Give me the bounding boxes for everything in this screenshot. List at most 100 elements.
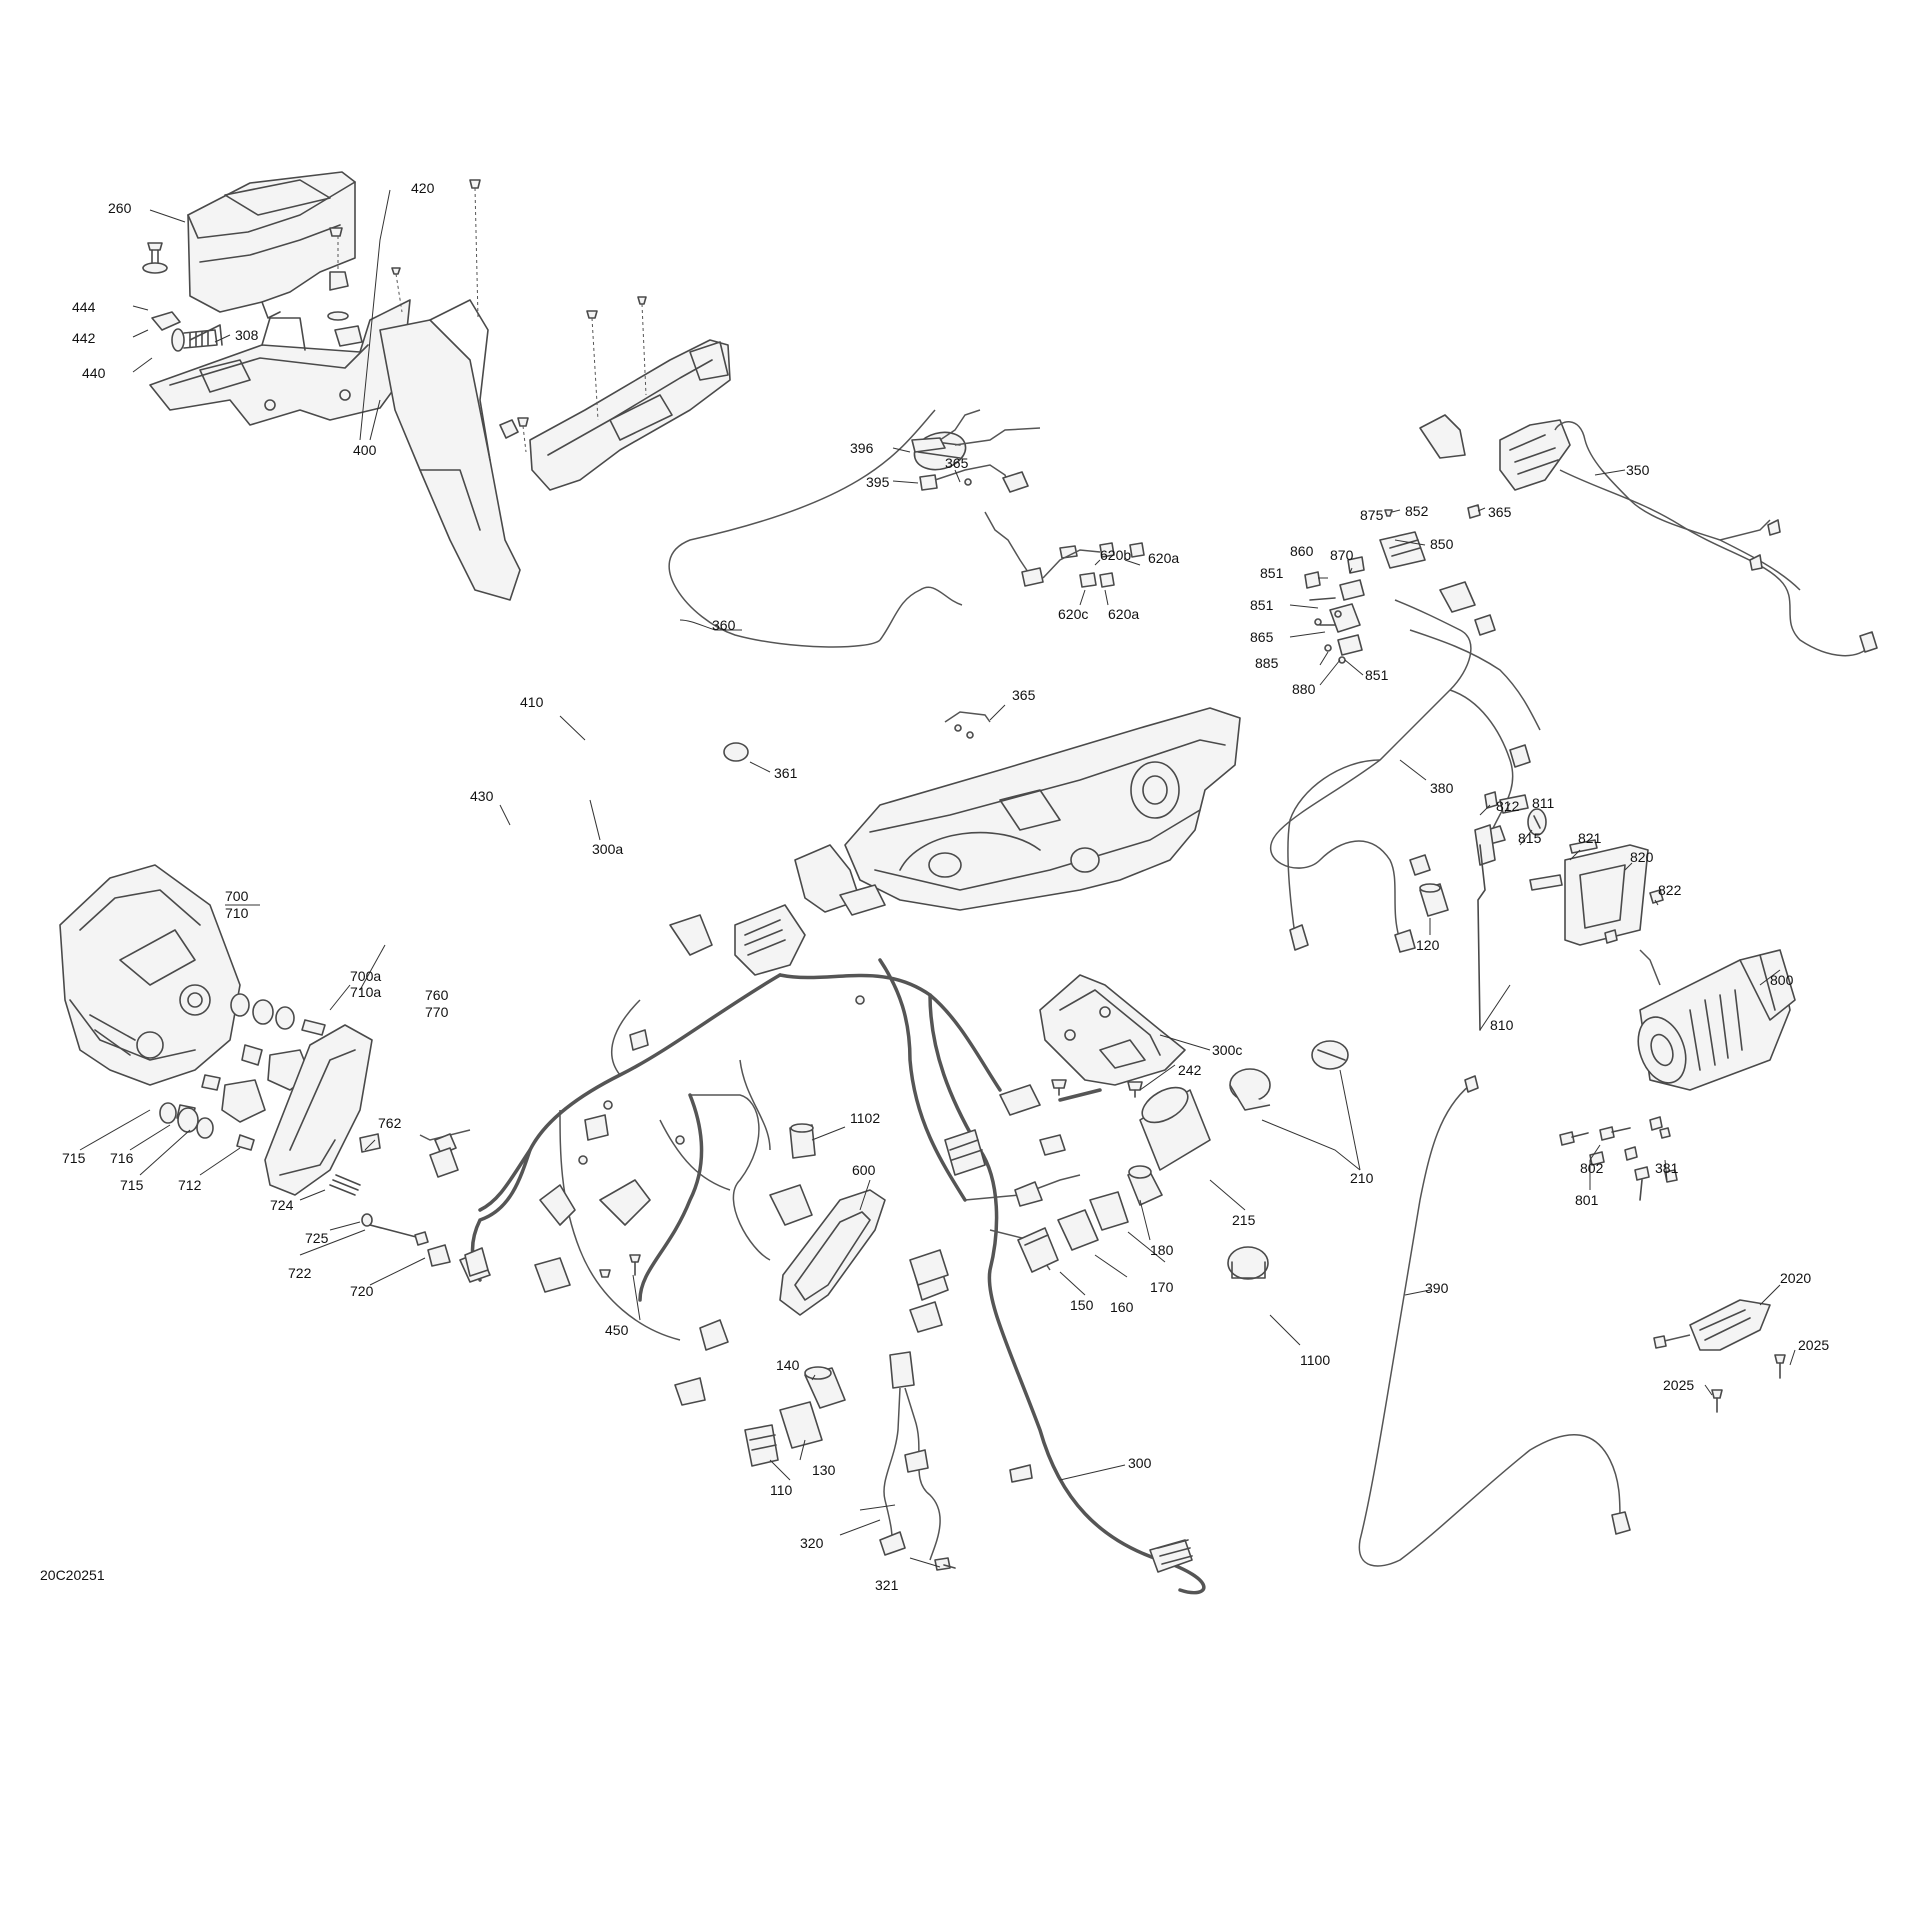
callout-430: 430 [470, 788, 494, 804]
callout-400: 400 [353, 442, 377, 458]
callout-150: 150 [1070, 1297, 1094, 1313]
clip-430 [499, 419, 519, 439]
connector-110 [744, 1424, 779, 1467]
harness-380 [1270, 581, 1541, 953]
cover-215 [1139, 1086, 1211, 1171]
callout-712: 712 [178, 1177, 202, 1193]
winch-800 [1604, 929, 1796, 1091]
switch-210 [1229, 1040, 1349, 1111]
screws-242 [1051, 1079, 1143, 1098]
winch-cable-390 [1358, 1075, 1631, 1567]
callout-2020: 2020 [1780, 1270, 1811, 1286]
callout-620a-top: 620a [1148, 550, 1179, 566]
screw-321 [934, 1557, 956, 1571]
connector-130 [779, 1401, 823, 1449]
callout-722: 722 [288, 1265, 312, 1281]
callout-444: 444 [72, 299, 96, 315]
callout-762: 762 [378, 1115, 402, 1131]
callout-2025-left: 2025 [1663, 1377, 1694, 1393]
callout-620c: 620c [1058, 606, 1088, 622]
callout-300c: 300c [1212, 1042, 1242, 1058]
callout-875: 875 [1360, 507, 1384, 523]
headlight-700 [59, 864, 241, 1086]
callout-242: 242 [1178, 1062, 1202, 1078]
callout-360: 360 [712, 617, 736, 633]
callout-821: 821 [1578, 830, 1602, 846]
callout-860: 860 [1290, 543, 1314, 559]
callout-770: 770 [425, 1004, 449, 1020]
callout-160: 160 [1110, 1299, 1134, 1315]
callout-440: 440 [82, 365, 106, 381]
callout-321: 321 [875, 1577, 899, 1593]
callout-442: 442 [72, 330, 96, 346]
callout-880: 880 [1292, 681, 1316, 697]
callout-811: 811 [1532, 795, 1555, 811]
callout-110: 110 [770, 1482, 793, 1498]
callout-600: 600 [852, 1162, 876, 1178]
callout-390: 390 [1425, 1280, 1449, 1296]
callout-725: 725 [305, 1230, 329, 1246]
callout-300a: 300a [592, 841, 623, 857]
bracket-300c [1039, 974, 1186, 1086]
callout-815: 815 [1518, 830, 1542, 846]
callout-716: 716 [110, 1150, 134, 1166]
wire-branch-365 [934, 464, 1029, 493]
display-gauge-600 [779, 1189, 886, 1316]
diagram-code: 20C20251 [40, 1567, 105, 1583]
callout-labels: 260 444 442 440 308 420 400 410 430 300a… [62, 180, 1829, 1593]
harness-350 [1419, 414, 1878, 657]
connector-120 [1419, 883, 1449, 917]
callout-380: 380 [1430, 780, 1454, 796]
callout-410: 410 [520, 694, 544, 710]
fastener-stack-420 [327, 227, 363, 347]
bolt-308 [171, 328, 218, 352]
bracket-mount-assembly [149, 299, 411, 426]
callout-300: 300 [1128, 1455, 1152, 1471]
cover-260 [187, 171, 356, 319]
connector-1102 [789, 1123, 816, 1159]
callout-700: 700 [225, 888, 249, 904]
relay-cluster-850 [1304, 509, 1426, 664]
callout-381: 381 [1655, 1160, 1679, 1176]
callout-120: 120 [1416, 937, 1440, 953]
callout-700a: 700a [350, 968, 381, 984]
callout-2025-right: 2025 [1798, 1337, 1829, 1353]
callout-852: 852 [1405, 503, 1429, 519]
bolt-long [391, 179, 481, 319]
callout-210: 210 [1350, 1170, 1374, 1186]
callout-851-c: 851 [1365, 667, 1389, 683]
winch-bolts [1559, 1116, 1678, 1201]
headlight-bracket-760 [264, 1024, 373, 1196]
callout-865: 865 [1250, 629, 1274, 645]
connector-block-center [769, 1184, 949, 1286]
callout-361: 361 [774, 765, 798, 781]
callout-450: 450 [605, 1322, 629, 1338]
callout-715-a: 715 [62, 1150, 86, 1166]
callout-850: 850 [1430, 536, 1454, 552]
callout-801: 801 [1575, 1192, 1599, 1208]
wire-bracket-365 [944, 711, 991, 739]
winch-parts-810 [1474, 791, 1547, 1031]
callout-320: 320 [800, 1535, 824, 1551]
callout-800: 800 [1770, 972, 1794, 988]
callout-760: 760 [425, 987, 449, 1003]
harness-left-connectors [429, 1147, 489, 1277]
washer-442 [142, 262, 168, 274]
callout-870: 870 [1330, 547, 1354, 563]
callout-720: 720 [350, 1283, 374, 1299]
callout-365-mid: 365 [1012, 687, 1036, 703]
callout-715-b: 715 [120, 1177, 144, 1193]
harness-320 [879, 1351, 941, 1561]
callout-810: 810 [1490, 1017, 1514, 1033]
callout-130: 130 [812, 1462, 836, 1478]
dashboard-frame [844, 707, 1241, 911]
callout-620a-bottom: 620a [1108, 606, 1139, 622]
switch-170 [1089, 1191, 1129, 1231]
callout-365-top: 365 [945, 455, 969, 471]
callout-365-right: 365 [1488, 504, 1512, 520]
callout-710a: 710a [350, 984, 381, 1000]
fairlead-820 [1529, 839, 1664, 946]
switch-160 [1057, 1209, 1099, 1251]
harness-connectors [434, 995, 1193, 1573]
callout-420: 420 [411, 180, 435, 196]
